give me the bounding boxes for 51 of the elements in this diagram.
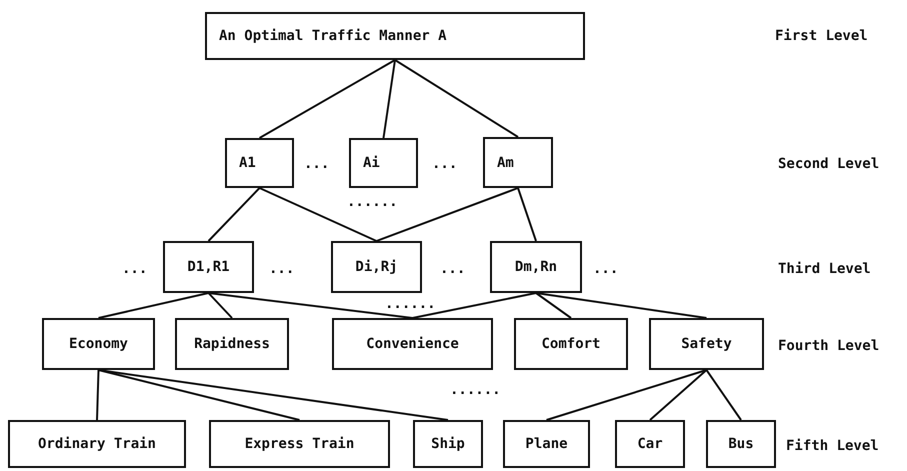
level-box: Dm,Rn xyxy=(490,241,582,293)
level-box: Plane xyxy=(503,420,590,468)
level-box: Bus xyxy=(706,420,776,468)
ellipsis-text: ... xyxy=(432,156,458,172)
level-box: Di,Rj xyxy=(331,241,422,293)
level-box: Car xyxy=(615,420,685,468)
level-box: An Optimal Traffic Manner A xyxy=(205,12,585,60)
connector-line xyxy=(394,59,519,138)
connector-line xyxy=(412,292,536,319)
level-box: A1 xyxy=(225,138,294,188)
ellipsis-text: ... xyxy=(122,261,148,277)
connector-line xyxy=(208,292,233,319)
level-box: Ordinary Train xyxy=(8,420,186,468)
level-box: Convenience xyxy=(332,318,493,370)
connector-line xyxy=(376,187,518,242)
level-label: Third Level xyxy=(778,261,871,277)
connector-line xyxy=(259,187,377,242)
level-box: Am xyxy=(483,137,553,188)
level-box: D1,R1 xyxy=(163,241,254,293)
level-label: Fourth Level xyxy=(778,338,880,354)
connector-line xyxy=(98,292,209,319)
ellipsis-text: ... xyxy=(269,261,294,277)
connector-line xyxy=(208,292,413,319)
ellipsis-text: ... xyxy=(304,156,330,172)
connector-line xyxy=(517,188,537,242)
connector-line xyxy=(649,369,708,421)
connector-line xyxy=(536,292,707,319)
level-label: First Level xyxy=(775,28,868,44)
connector-line xyxy=(96,370,100,420)
connector-line xyxy=(259,59,396,139)
level-label: Fifth Level xyxy=(786,438,879,454)
connector-line xyxy=(546,369,707,421)
ellipsis-text: ... xyxy=(440,261,466,277)
level-box: Express Train xyxy=(209,420,390,468)
ellipsis-text: ...... xyxy=(450,382,501,398)
level-box: Rapidness xyxy=(175,318,289,370)
level-box: Economy xyxy=(42,318,155,370)
level-box: Comfort xyxy=(514,318,628,370)
ellipsis-text: ...... xyxy=(347,194,398,210)
connector-line xyxy=(208,187,260,242)
connector-line xyxy=(706,369,742,421)
level-box: Ai xyxy=(349,138,418,188)
ellipsis-text: ... xyxy=(593,261,618,277)
connector-line xyxy=(382,60,396,138)
ellipsis-text: ...... xyxy=(385,296,436,312)
level-box: Safety xyxy=(649,318,764,370)
level-box: Ship xyxy=(413,420,483,468)
connector-line xyxy=(535,292,572,319)
connector-line xyxy=(98,369,448,421)
connector-line xyxy=(98,369,300,421)
level-label: Second Level xyxy=(778,156,880,172)
